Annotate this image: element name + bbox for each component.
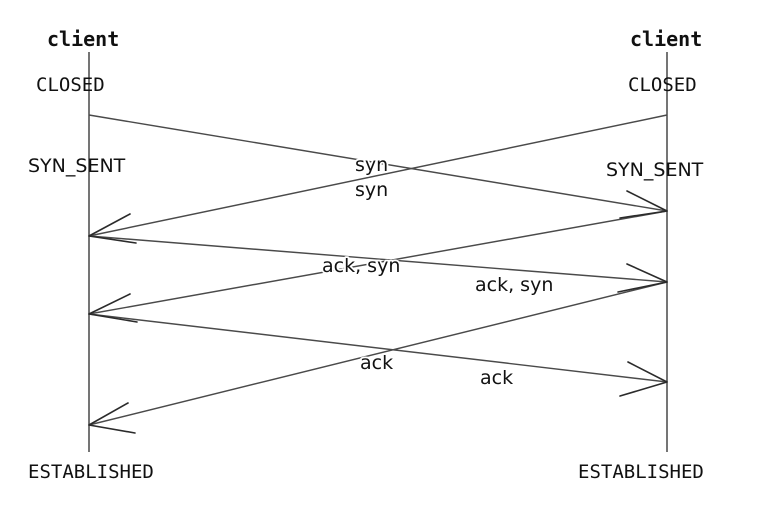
arrowhead-icon-right-382 bbox=[619, 361, 668, 397]
message-label-ack-syn-left-to-right: ack, syn bbox=[322, 255, 400, 277]
message-lines bbox=[88, 114, 668, 426]
state-left-closed: CLOSED bbox=[36, 74, 105, 96]
message-line-ack-syn-right-to-left bbox=[88, 210, 668, 315]
message-label-ack-left-to-right: ack bbox=[360, 352, 393, 374]
arrowhead-icon-right-282 bbox=[617, 263, 668, 293]
participant-right-title: client bbox=[630, 27, 702, 51]
message-line-syn-right-to-left bbox=[88, 114, 668, 237]
message-label-syn-right-to-left: syn bbox=[355, 179, 388, 201]
message-line-syn-left-to-right bbox=[88, 114, 668, 212]
participant-right: client CLOSED SYN_SENT ESTABLISHED bbox=[578, 27, 704, 483]
message-line-ack-syn-left-to-right bbox=[88, 235, 668, 283]
message-line-ack-right-to-left bbox=[88, 281, 668, 426]
arrowhead-icon-left-425 bbox=[88, 402, 136, 434]
message-label-ack-right-to-left: ack bbox=[480, 367, 513, 389]
message-label-ack-syn-right-to-left: ack, syn bbox=[475, 274, 553, 296]
state-right-established: ESTABLISHED bbox=[578, 461, 704, 483]
state-left-syn-sent: SYN_SENT bbox=[28, 155, 126, 177]
state-right-syn-sent: SYN_SENT bbox=[606, 159, 704, 181]
arrowhead-icon-left-236 bbox=[88, 213, 137, 244]
arrowheads bbox=[88, 190, 668, 434]
arrowhead-icon-right-211 bbox=[619, 190, 668, 219]
message-label-syn-left-to-right: syn bbox=[355, 154, 388, 176]
state-right-closed: CLOSED bbox=[628, 74, 697, 96]
participant-left-title: client bbox=[47, 27, 119, 51]
participant-left: client CLOSED SYN_SENT ESTABLISHED bbox=[28, 27, 154, 483]
state-left-established: ESTABLISHED bbox=[28, 461, 154, 483]
message-labels: syn syn ack, syn ack, syn ack ack bbox=[320, 152, 555, 391]
arrowhead-icon-left-314 bbox=[88, 293, 138, 323]
message-line-ack-left-to-right bbox=[88, 313, 668, 383]
